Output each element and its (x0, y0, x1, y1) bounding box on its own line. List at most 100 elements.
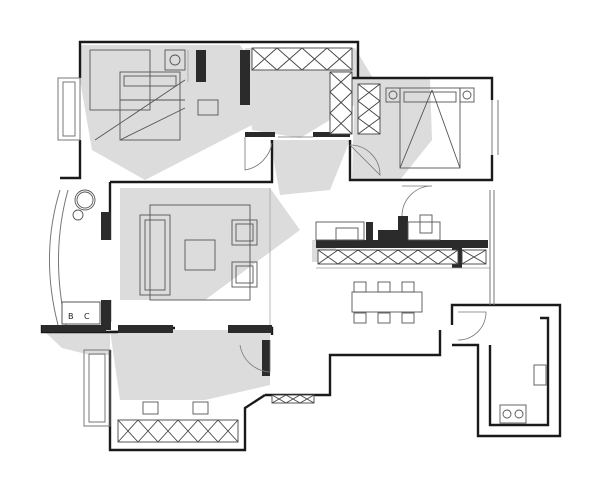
sofa-living-back (139, 214, 171, 296)
bed-right-diag2 (431, 89, 461, 169)
door-tl-bedroom (244, 137, 273, 171)
coffee-table (184, 239, 216, 271)
door-right-bedroom (349, 144, 381, 176)
wardrobe-top-x (251, 47, 353, 71)
shadow-bottom-room (110, 330, 270, 400)
column-top-center (196, 50, 206, 82)
utility-basin-2 (514, 409, 524, 419)
shadow-hall (270, 140, 350, 195)
kitchen-counter-dark (316, 240, 488, 248)
window-bottom-left (83, 349, 111, 427)
wall-segment-hall2 (313, 132, 350, 137)
wall-segment-hall (245, 132, 275, 137)
chair-4 (353, 312, 367, 324)
cabinet-bottom-room (117, 419, 239, 443)
cabinet-bottom-hall-x (271, 394, 315, 404)
chair-1 (353, 281, 367, 293)
living-furniture (72, 191, 258, 301)
wall-stub-bottom (262, 340, 270, 376)
wall-top-left-bedroom (78, 40, 360, 78)
cabinets (61, 47, 487, 443)
shower (407, 221, 441, 241)
kitchen-counter-x (317, 249, 459, 265)
wall-bottom-bar2 (228, 325, 272, 333)
lamp-right-2 (462, 90, 472, 100)
kitchen-counter-right-x (461, 249, 487, 265)
fixtures (74, 189, 547, 424)
wardrobe-right-bedroom-x (357, 83, 381, 135)
bottom-room-furniture (142, 401, 209, 415)
nightstand-tl (164, 49, 186, 71)
storage-label-c: C (84, 312, 90, 321)
wall-stub-living (101, 212, 111, 240)
door-utility (457, 311, 487, 341)
stool-living (72, 209, 84, 221)
rug-living (149, 204, 251, 301)
wall-bottom-bar1 (118, 325, 173, 333)
window-curved-left (49, 189, 61, 326)
armchair-2 (231, 261, 258, 288)
doors (239, 136, 487, 373)
armchair-1 (231, 219, 258, 246)
wall-utility-inner (488, 316, 550, 427)
kitchen-sink (335, 227, 359, 241)
dining-furniture (351, 281, 423, 324)
chair-bottom-1 (142, 401, 159, 415)
wall-stub-living2 (101, 300, 111, 330)
bedroom-tl-furniture (89, 49, 219, 141)
armchair-1-seat (235, 223, 254, 242)
utility-basin-1 (502, 409, 512, 419)
bed-tl-diag2 (119, 107, 186, 141)
wardrobe-closet-right-x (329, 71, 353, 135)
sofa-living (144, 219, 166, 291)
wall-left-bar (42, 325, 106, 332)
wall-fills (42, 50, 488, 376)
armchair-2-seat (235, 265, 254, 284)
shelf-tl (89, 49, 151, 111)
desk-tl (197, 99, 219, 116)
plant-living (76, 191, 94, 209)
partitions (187, 50, 490, 325)
kitchen-dark-block (378, 230, 398, 242)
chair-2 (377, 281, 391, 293)
window-top-left-balcony (57, 77, 81, 141)
column-tl-inner (240, 50, 250, 105)
column-kitchen2 (398, 216, 408, 242)
lamp-right-1 (388, 90, 398, 100)
door-bottom-room (239, 340, 271, 373)
nightstand-right-2 (459, 87, 475, 103)
ceiling-fan-left (74, 189, 96, 211)
column-kitchen (366, 222, 373, 242)
bed-right-pillow (403, 91, 457, 103)
door-kitchen (401, 185, 433, 217)
dining-table (351, 291, 423, 313)
chair-3 (401, 281, 415, 293)
wall-right-bedroom-lower (348, 140, 494, 182)
chair-6 (401, 312, 415, 324)
utility-sink (499, 404, 527, 424)
toilet (419, 214, 433, 234)
bed-right-diag1 (399, 89, 433, 169)
cabinet-bottom-room-x (117, 419, 239, 443)
wall-tl-left-lower (60, 140, 82, 180)
wall-utility-room (450, 303, 562, 438)
shadow-left-strip (45, 332, 110, 355)
nightstand-right-1 (385, 87, 401, 103)
bed-right (399, 87, 461, 169)
lamp-tl (169, 54, 181, 66)
wall-bottom-right (265, 330, 442, 397)
wardrobe-top (251, 47, 353, 71)
storage-label-b: B (68, 312, 74, 321)
chair-5 (377, 312, 391, 324)
window-top-left-balcony-inner (62, 81, 76, 137)
storage-bc (61, 301, 101, 325)
kitchen-upper (315, 221, 365, 241)
shadow-top-bedroom (80, 45, 252, 180)
wall-hall-top (110, 140, 274, 184)
bedroom-right-furniture (385, 87, 475, 169)
utility-washer (533, 364, 547, 386)
window-bottom-left-inner (88, 353, 106, 423)
wall-right-bedroom (350, 76, 494, 100)
chair-bottom-2 (192, 401, 209, 415)
